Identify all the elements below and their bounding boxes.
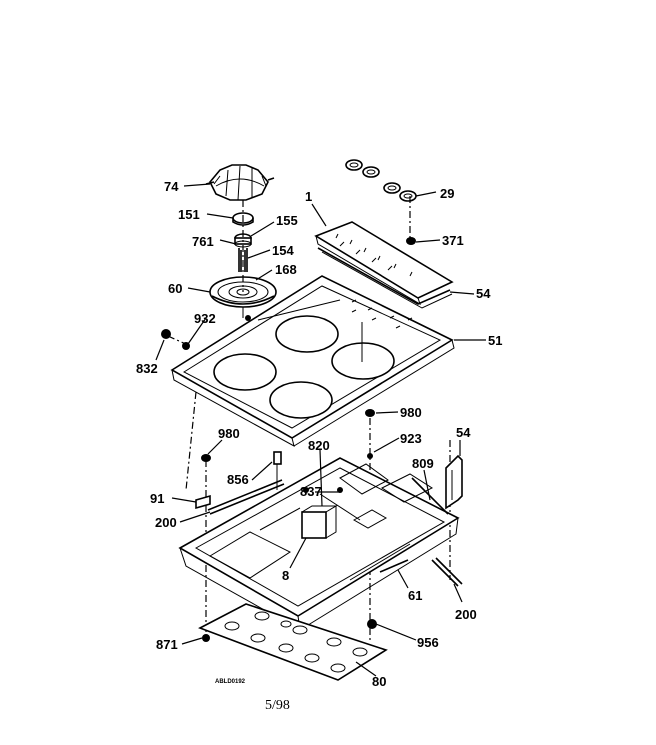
part-label-80: 80 xyxy=(372,674,386,689)
bolt-part xyxy=(273,451,282,490)
cooktop-glass-part xyxy=(170,275,455,447)
part-label-29: 29 xyxy=(440,186,454,201)
part-label-980-left: 980 xyxy=(218,426,240,441)
part-label-837: 837 xyxy=(300,484,322,499)
part-label-871: 871 xyxy=(156,637,178,652)
burner-box-part xyxy=(178,457,460,631)
nut-part xyxy=(201,409,375,462)
part-label-151: 151 xyxy=(178,207,200,222)
part-label-980-right: 980 xyxy=(400,405,422,420)
mounting-screw-part xyxy=(161,329,191,350)
fastener-part xyxy=(202,619,377,642)
callout-leaders xyxy=(155,183,486,677)
part-label-54-top: 54 xyxy=(476,286,491,301)
part-label-856: 856 xyxy=(227,472,249,487)
part-label-761: 761 xyxy=(192,234,214,249)
revision-date: 5/98 xyxy=(265,698,290,713)
part-label-809: 809 xyxy=(412,456,434,471)
part-label-154: 154 xyxy=(272,243,294,258)
burner-cap-part xyxy=(205,164,275,201)
part-label-932: 932 xyxy=(194,311,216,326)
trim-rail-part xyxy=(195,477,463,587)
part-label-60: 60 xyxy=(168,281,182,296)
part-label-54-bracket: 54 xyxy=(456,425,471,440)
part-label-91: 91 xyxy=(150,491,164,506)
control-panel-part xyxy=(314,221,454,306)
part-label-61: 61 xyxy=(408,588,422,603)
part-label-1: 1 xyxy=(305,189,312,204)
part-label-155: 155 xyxy=(276,213,298,228)
part-label-371: 371 xyxy=(442,233,464,248)
part-number-labels: 74 151 155 761 154 168 60 1 29 371 54 51… xyxy=(136,179,502,689)
part-label-923: 923 xyxy=(400,431,422,446)
bottom-cover-part xyxy=(198,603,388,681)
panel-seal-part xyxy=(317,247,453,309)
part-label-74: 74 xyxy=(164,179,179,194)
part-label-200-left: 200 xyxy=(155,515,177,530)
part-label-832: 832 xyxy=(136,361,158,376)
part-label-200-right: 200 xyxy=(455,607,477,622)
control-knob-part xyxy=(345,159,417,202)
part-label-51: 51 xyxy=(488,333,502,348)
part-label-820: 820 xyxy=(308,438,330,453)
drawing-code: ABLD0192 xyxy=(215,679,246,685)
part-label-956: 956 xyxy=(417,635,439,650)
part-label-8: 8 xyxy=(282,568,289,583)
knob-spring-part xyxy=(406,237,416,245)
part-label-168: 168 xyxy=(275,262,297,277)
side-bracket-part xyxy=(445,454,463,510)
